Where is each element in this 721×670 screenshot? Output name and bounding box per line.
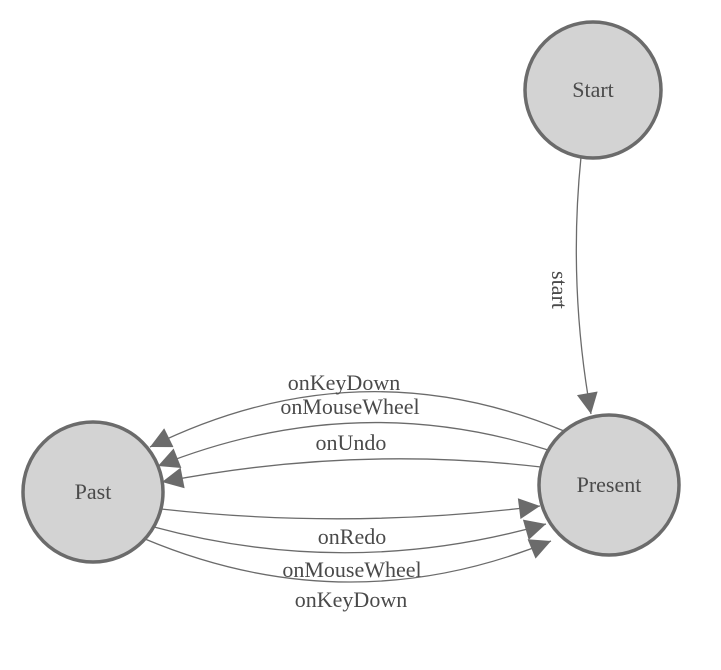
edge-present-to-past-onmousewheel (157, 421, 549, 468)
node-past-label: Past (75, 479, 112, 504)
edge-label-onundo: onUndo (316, 430, 387, 455)
edge-label-onmousewheel-top: onMouseWheel (280, 394, 419, 419)
edge-label-onredo: onRedo (318, 524, 386, 549)
node-start[interactable] (523, 20, 663, 160)
edge-past-to-present-onmousewheel (153, 519, 547, 554)
node-start-label: Start (572, 77, 614, 102)
edge-past-to-present-onredo (160, 498, 541, 520)
edge-present-to-past-onkeydown (149, 391, 565, 448)
edge-present-to-past-onundo (161, 458, 542, 489)
edge-past-to-present-onkeydown (144, 538, 552, 583)
edge-label-start: start (547, 271, 572, 309)
edge-label-onmousewheel-bottom: onMouseWheel (282, 557, 421, 582)
edge-label-onkeydown-bottom: onKeyDown (295, 587, 407, 612)
node-present[interactable] (537, 413, 681, 557)
edge-label-onkeydown-top: onKeyDown (288, 370, 400, 395)
edge-group (144, 156, 598, 583)
node-group (21, 20, 681, 564)
edge-start-to-present (575, 156, 598, 415)
label-group: Start Present Past start onKeyDown onMou… (75, 77, 642, 612)
node-past[interactable] (21, 420, 165, 564)
node-present-label: Present (577, 472, 642, 497)
